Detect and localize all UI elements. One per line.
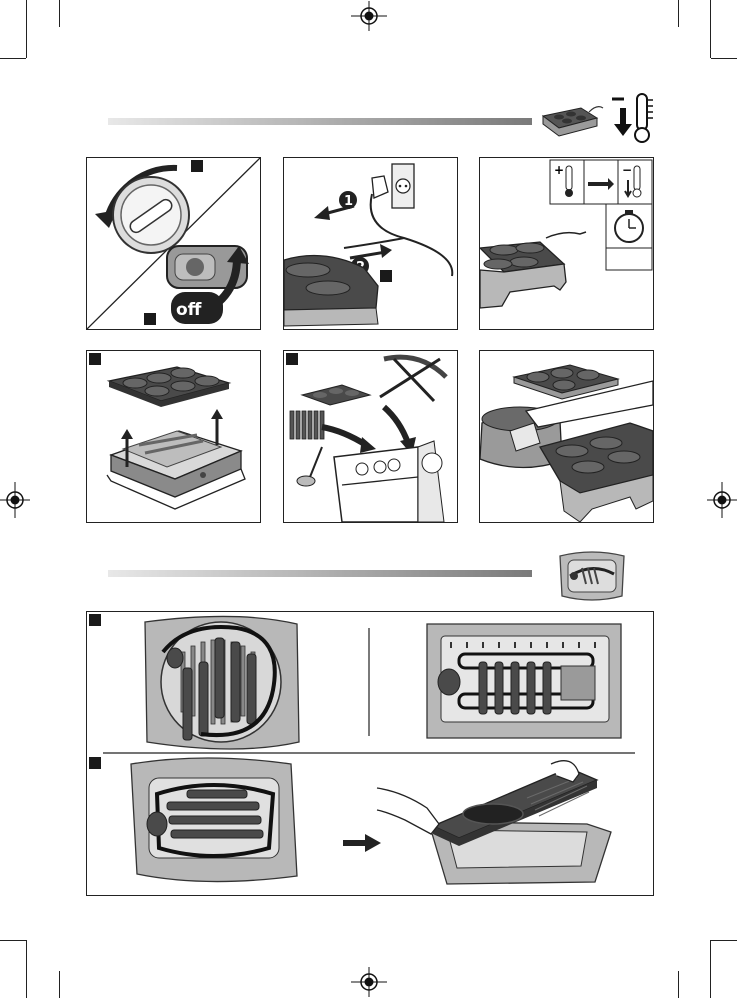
crop-mark xyxy=(710,0,711,58)
panel-remove-plate xyxy=(86,350,261,523)
section-divider-bar xyxy=(108,118,532,125)
registration-mark-icon xyxy=(351,967,387,997)
temperature-down-icon xyxy=(610,90,660,146)
crop-mark xyxy=(678,971,679,998)
crop-mark xyxy=(678,0,679,27)
step-marker xyxy=(286,353,298,365)
crop-mark xyxy=(710,940,711,998)
panel-cleaning xyxy=(479,350,654,523)
step-marker xyxy=(89,757,101,769)
crop-mark xyxy=(26,0,27,58)
crop-mark xyxy=(26,940,27,998)
crop-mark xyxy=(711,58,737,59)
step-number-1: 1 xyxy=(344,194,353,209)
crop-mark xyxy=(59,971,60,998)
crop-mark xyxy=(0,58,26,59)
step-marker xyxy=(89,614,101,626)
step-marker xyxy=(89,353,101,365)
registration-mark-icon xyxy=(707,482,737,518)
panel-storage xyxy=(86,611,654,896)
panel-cool-down: + − xyxy=(479,157,654,330)
hot-plus-sign: + xyxy=(554,163,564,177)
registration-mark-icon xyxy=(0,482,30,518)
cooling-griddle-icon xyxy=(537,98,607,140)
panel-unplug: 1 2 xyxy=(283,157,458,330)
crop-mark xyxy=(59,0,60,27)
crop-mark xyxy=(711,940,737,941)
section-divider-bar xyxy=(108,570,532,577)
storage-icon xyxy=(556,548,628,604)
registration-mark-icon xyxy=(351,1,387,31)
panel-dishwasher xyxy=(283,350,458,523)
off-label: off xyxy=(176,300,202,320)
panel-switch-off: off xyxy=(86,157,261,330)
step-marker xyxy=(144,313,156,325)
cold-minus-sign: − xyxy=(622,163,632,177)
step-marker xyxy=(380,270,392,282)
step-marker xyxy=(191,160,203,172)
crop-mark xyxy=(0,940,26,941)
